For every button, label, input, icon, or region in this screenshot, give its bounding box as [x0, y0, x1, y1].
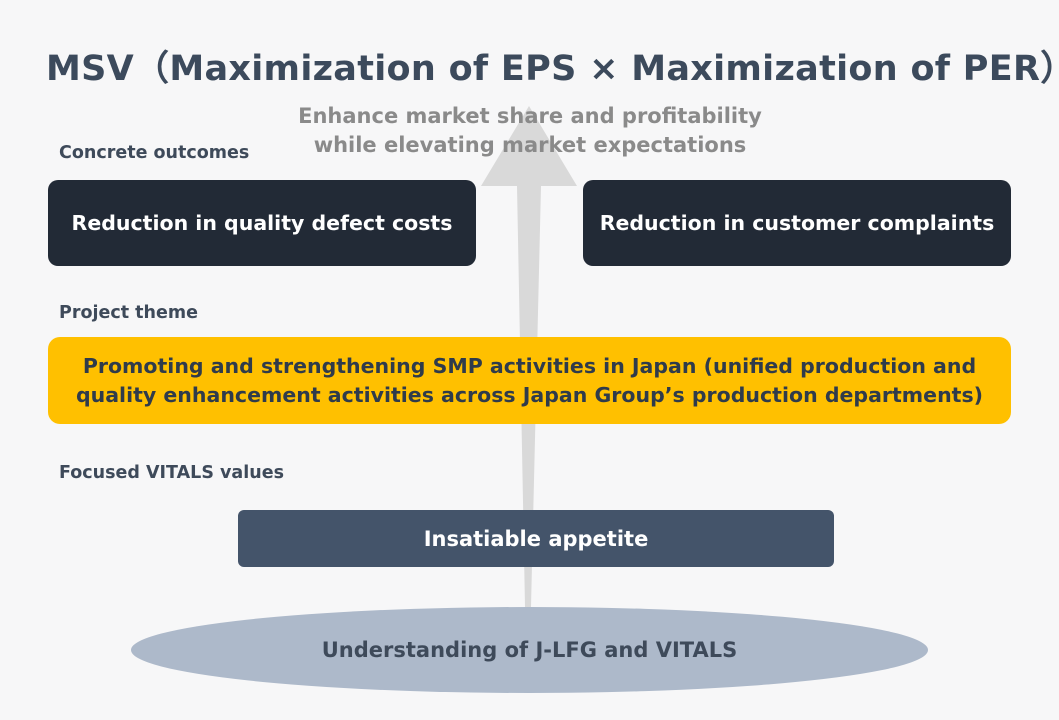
arrow-caption: Enhance market share and profitability w… — [290, 102, 770, 160]
foundation-text: Understanding of J-LFG and VITALS — [321, 638, 738, 662]
project-theme-label: Project theme — [59, 303, 198, 323]
project-theme-line-1: Promoting and strengthening SMP activiti… — [82, 353, 977, 378]
page-title: MSV（Maximization of EPS × Maximization o… — [46, 49, 1059, 89]
vitals-value-text: Insatiable appetite — [423, 526, 649, 551]
arrow-caption-line-2: while elevating market expectations — [313, 133, 747, 157]
outcome-box-customer-complaints: Reduction in customer complaints — [583, 180, 1011, 266]
foundation-ellipse: Understanding of J-LFG and VITALS — [131, 607, 928, 693]
project-theme-box: Promoting and strengthening SMP activiti… — [48, 337, 1011, 424]
outcome-box-quality-defect-costs: Reduction in quality defect costs — [48, 180, 476, 266]
project-theme-line-2: quality enhancement activities across Ja… — [75, 382, 984, 407]
focused-vitals-label: Focused VITALS values — [59, 463, 284, 483]
vitals-value-box: Insatiable appetite — [238, 510, 834, 567]
outcome-text-customer-complaints: Reduction in customer complaints — [599, 211, 995, 235]
arrow-caption-line-1: Enhance market share and profitability — [298, 104, 762, 128]
outcome-text-quality-defect-costs: Reduction in quality defect costs — [71, 211, 453, 235]
concrete-outcomes-label: Concrete outcomes — [59, 143, 250, 163]
